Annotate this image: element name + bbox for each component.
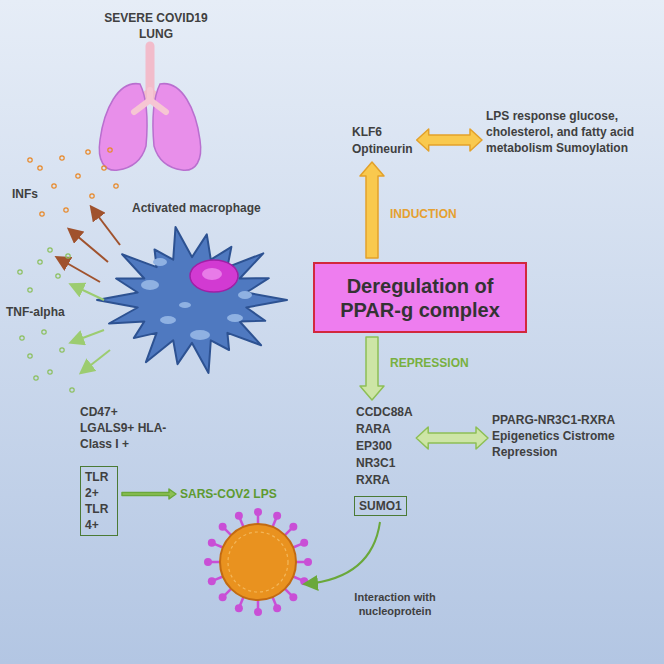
tnf-dot — [48, 248, 52, 252]
spike-head — [219, 523, 227, 531]
vesicle — [153, 258, 167, 266]
spike-head — [219, 593, 227, 601]
block-arrow — [417, 129, 482, 151]
spike-head — [254, 508, 262, 516]
tnf-dot — [48, 370, 52, 374]
tnf-dot — [28, 354, 32, 358]
node-text: Deregulation of PPAR-g complex — [325, 274, 515, 322]
spike-head — [300, 539, 308, 547]
macrophage — [97, 227, 287, 373]
edge-label: REPRESSION — [390, 355, 469, 371]
spike-head — [273, 604, 281, 612]
virus-ring — [228, 532, 288, 592]
inf-secretion — [58, 208, 120, 282]
marker-list: CD47+ LGALS9+ HLA-Class I + — [80, 404, 172, 452]
tnf-dot — [18, 270, 22, 274]
spike-head — [204, 558, 212, 566]
macrophage-body — [97, 227, 287, 373]
nucleolus — [202, 268, 222, 280]
nucleus — [190, 260, 238, 292]
inf-dot — [28, 158, 32, 162]
node-text: SUMO1 — [359, 498, 402, 514]
figure-title: SEVERE COVID19 LUNG — [100, 10, 212, 42]
vesicle — [190, 330, 210, 340]
virus-body — [220, 524, 296, 600]
function-list: LPS response glucose, cholesterol, and f… — [486, 108, 656, 156]
tnf-secretion — [72, 285, 110, 372]
spike-head — [235, 512, 243, 520]
node-text: CCDC88A RARA EP300 NR3C1 RXRA — [356, 404, 412, 489]
spike-head — [289, 523, 297, 531]
inf-dot — [102, 166, 106, 170]
node-text: LPS response glucose, cholesterol, and f… — [486, 108, 656, 156]
gene-list: KLF6 Optineurin — [352, 124, 413, 158]
block-arrow — [416, 427, 488, 449]
edge-label: INDUCTION — [390, 206, 457, 222]
tnf-dot — [20, 336, 24, 340]
sars-cov2-virus — [204, 508, 312, 616]
process-box: Deregulation of PPAR-g complex — [313, 262, 527, 333]
tnf-dot — [66, 254, 70, 258]
spike-head — [208, 577, 216, 585]
inf-dot — [52, 184, 56, 188]
inf-dot — [76, 174, 80, 178]
node-text: SARS-COV2 LPS — [180, 486, 277, 502]
inf-dot — [64, 208, 68, 212]
block-arrow — [122, 489, 176, 499]
marker-box: TLR 2+ TLR 4+ — [80, 466, 118, 536]
tnf-dot — [42, 330, 46, 334]
inf-dot — [114, 184, 118, 188]
inf-dot — [108, 148, 112, 152]
spike-head — [289, 593, 297, 601]
lungs — [99, 46, 200, 170]
inf-dot — [40, 212, 44, 216]
inf-dot — [38, 166, 42, 170]
vesicle — [238, 291, 252, 299]
tnf-dots — [18, 248, 74, 392]
vesicle — [141, 280, 159, 290]
cell-label: Activated macrophage — [132, 200, 261, 216]
tnf-dot — [34, 376, 38, 380]
spike-head — [304, 558, 312, 566]
cytokine-label: TNF-alpha — [6, 304, 65, 320]
spike-head — [235, 604, 243, 612]
tnf-dot — [28, 288, 32, 292]
ligand-label: SARS-COV2 LPS — [180, 486, 277, 502]
inf-dot — [86, 150, 90, 154]
interaction-arrow — [306, 522, 380, 584]
node-text: PPARG-NR3C1-RXRA Epigenetics Cistrome Re… — [492, 412, 632, 460]
cytokine-label: INFs — [12, 186, 38, 202]
function-list: PPARG-NR3C1-RXRA Epigenetics Cistrome Re… — [492, 412, 632, 460]
tnf-dot — [56, 274, 60, 278]
spike-head — [254, 608, 262, 616]
inf-dot — [90, 194, 94, 198]
block-arrow — [360, 162, 384, 258]
node-text: KLF6 Optineurin — [352, 124, 413, 158]
spike-head — [208, 539, 216, 547]
tnf-dot — [60, 348, 64, 352]
spike-head — [273, 512, 281, 520]
protein-box: SUMO1 — [354, 496, 407, 516]
inf-dot — [60, 156, 64, 160]
tnf-dot — [70, 388, 74, 392]
vesicle — [227, 314, 243, 322]
interaction-label: Interaction with nucleoprotein — [340, 590, 450, 618]
node-text: TLR 2+ TLR 4+ — [85, 469, 108, 533]
vesicle — [160, 316, 176, 324]
tnf-dot — [38, 260, 42, 264]
inf-dots — [28, 148, 118, 216]
vesicle — [179, 302, 191, 308]
gene-list: CCDC88A RARA EP300 NR3C1 RXRA — [356, 404, 412, 489]
block-arrow — [360, 337, 384, 400]
